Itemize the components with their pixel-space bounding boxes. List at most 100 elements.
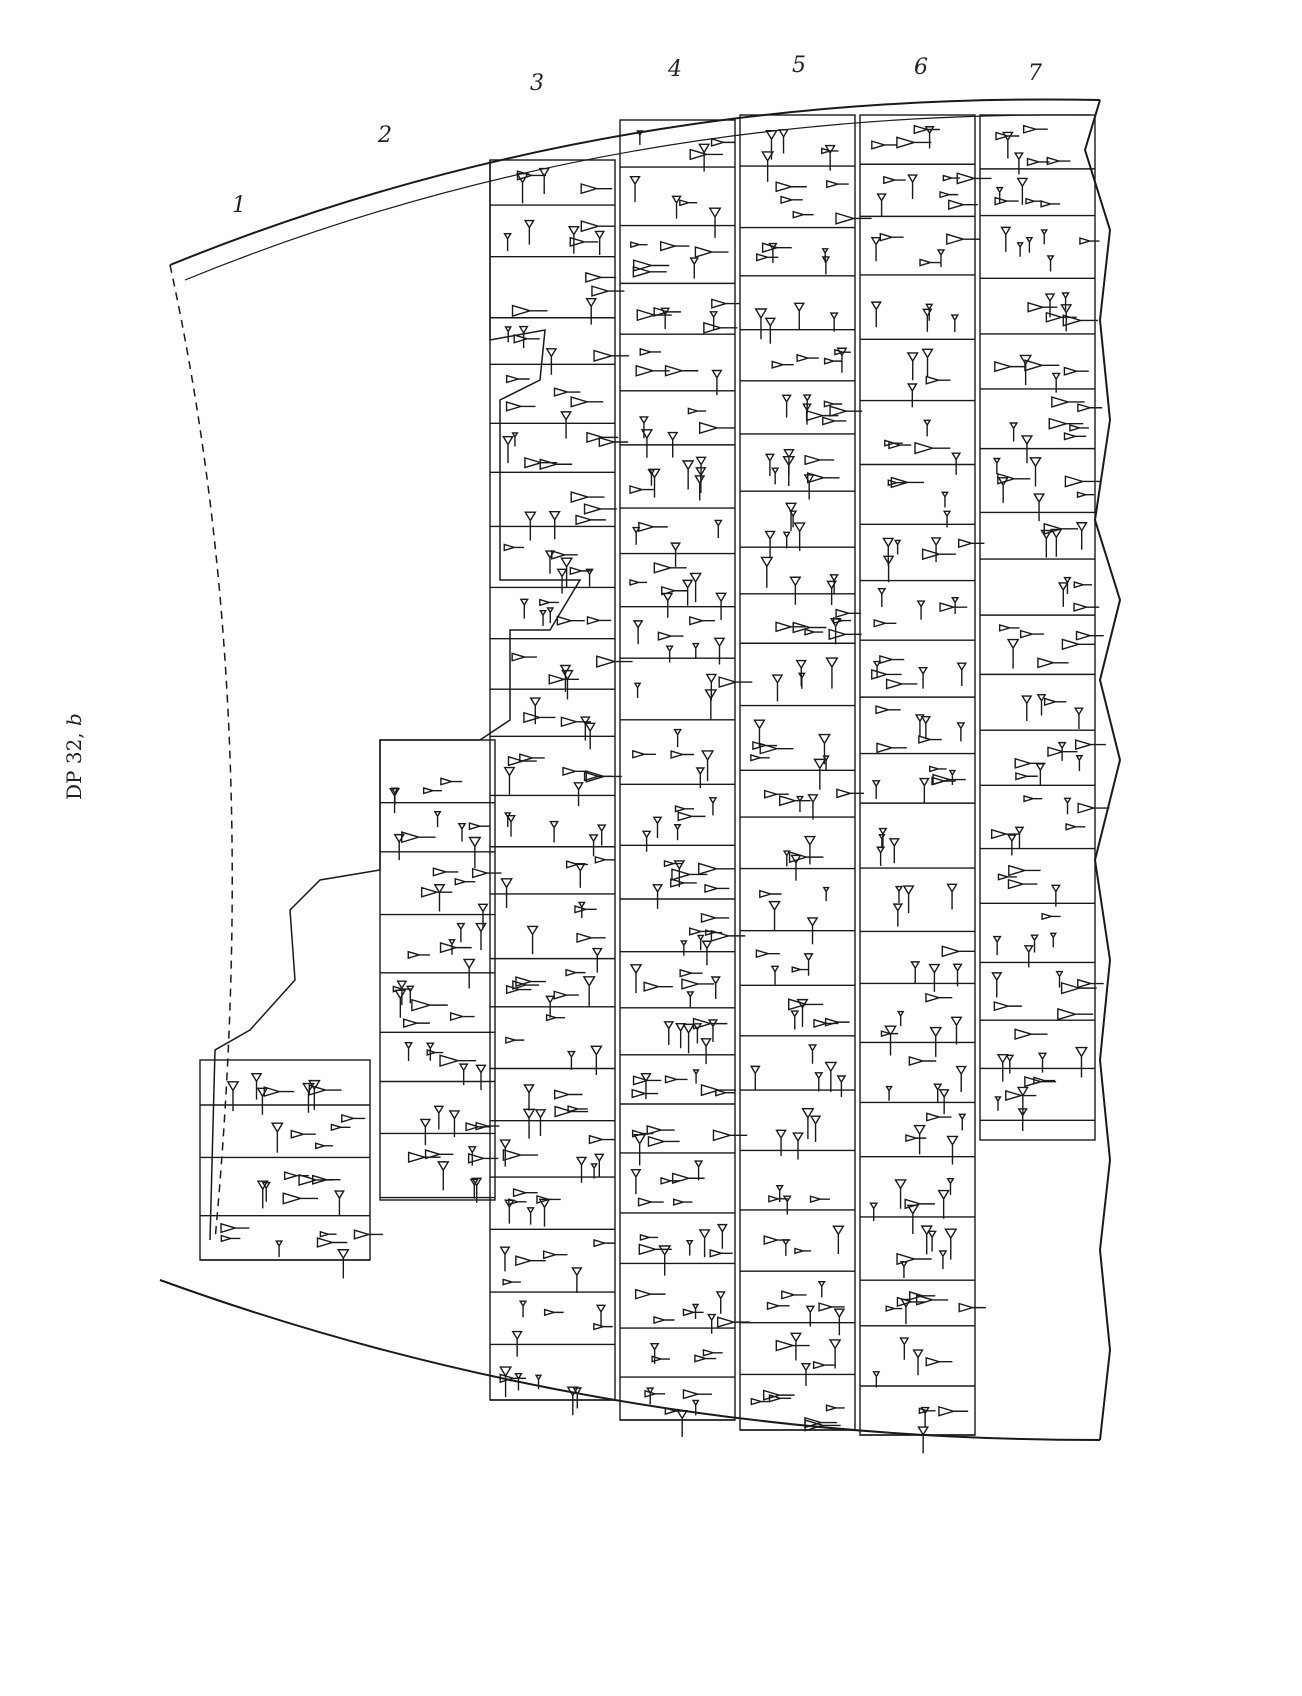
cuneiform-case	[860, 765, 975, 804]
cuneiform-wedge	[829, 405, 863, 417]
cuneiform-wedge	[506, 815, 516, 837]
cuneiform-wedge	[588, 1134, 616, 1145]
cuneiform-wedge	[542, 1250, 568, 1260]
cuneiform-wedge	[1048, 417, 1084, 430]
cuneiform-wedge	[880, 1030, 899, 1038]
cuneiform-case	[860, 348, 975, 408]
cuneiform-wedge	[226, 1081, 240, 1112]
cuneiform-case	[200, 1072, 370, 1115]
cuneiform-wedge	[682, 1023, 695, 1054]
cuneiform-wedge	[879, 232, 904, 242]
cuneiform-wedge	[755, 949, 780, 959]
cuneiform-case	[980, 457, 1101, 522]
cuneiform-wedge	[500, 878, 513, 908]
cuneiform-wedge	[793, 302, 806, 329]
cuneiform-wedge	[956, 662, 968, 687]
cuneiform-wedge	[946, 233, 980, 246]
cuneiform-case	[490, 271, 625, 325]
cuneiform-wedge	[457, 823, 467, 842]
cuneiform-case	[620, 912, 746, 966]
cuneiform-case	[490, 374, 615, 439]
cuneiform-wedge	[337, 1249, 350, 1279]
cuneiform-wedge	[467, 1152, 499, 1164]
cuneiform-case	[490, 598, 615, 640]
cuneiform-case	[620, 1343, 735, 1378]
cuneiform-wedge	[524, 456, 558, 469]
cuneiform-wedge	[1063, 432, 1087, 441]
cuneiform-case	[490, 1084, 615, 1139]
cuneiform-case	[620, 130, 736, 172]
cuneiform-wedge	[433, 810, 442, 828]
cuneiform-wedge	[822, 886, 830, 902]
cuneiform-case	[740, 719, 855, 790]
cuneiform-wedge	[539, 598, 559, 607]
cuneiform-wedge	[902, 885, 915, 914]
cuneiform-case	[740, 1225, 855, 1272]
cuneiform-wedge	[925, 992, 953, 1003]
cuneiform-wedge	[534, 1109, 547, 1136]
cuneiform-wedge	[514, 1373, 523, 1391]
cuneiform-wedge	[765, 130, 778, 160]
cuneiform-wedge	[570, 396, 604, 408]
cuneiform-wedge	[1036, 694, 1047, 716]
cuneiform-wedge	[1007, 878, 1038, 890]
cuneiform-wedge	[580, 220, 616, 233]
cuneiform-wedge	[553, 1089, 583, 1100]
cuneiform-wedge	[906, 352, 919, 381]
cuneiform-wedge	[918, 667, 928, 689]
cuneiform-wedge	[869, 1202, 879, 1222]
cuneiform-wedge	[661, 585, 688, 596]
cuneiform-wedge	[404, 1042, 414, 1061]
cuneiform-wedge	[925, 1356, 953, 1367]
cuneiform-wedge	[1074, 707, 1084, 730]
cuneiform-wedge	[689, 148, 723, 161]
cuneiform-wedge	[261, 1181, 271, 1202]
cuneiform-wedge	[946, 883, 958, 910]
cuneiform-wedge	[653, 306, 681, 317]
cuneiform-wedge	[712, 1129, 748, 1142]
cuneiform-wedge	[584, 722, 596, 750]
cuneiform-wedge	[660, 1177, 681, 1185]
cuneiform-wedge	[692, 1023, 703, 1044]
cuneiform-wedge	[440, 777, 463, 786]
cuneiform-case	[980, 124, 1095, 175]
cuneiform-wedge	[1075, 522, 1088, 550]
cuneiform-wedge	[938, 1405, 969, 1417]
cuneiform-case	[740, 886, 855, 945]
cuneiform-wedge	[913, 124, 940, 135]
cuneiform-wedge	[467, 1146, 477, 1166]
cuneiform-wedge	[1023, 945, 1034, 968]
cuneiform-wedge	[946, 1135, 959, 1165]
cuneiform-wedge	[770, 965, 780, 985]
cuneiform-wedge	[1006, 638, 1020, 669]
cuneiform-wedge	[896, 1010, 905, 1027]
cuneiform-wedge	[636, 130, 644, 146]
cuneiform-wedge	[583, 503, 617, 515]
cuneiform-wedge	[670, 750, 695, 759]
cuneiform-wedge	[775, 1185, 784, 1203]
cuneiform-wedge	[572, 1387, 583, 1409]
cuneiform-wedge	[782, 455, 796, 486]
cuneiform-wedge	[682, 1308, 704, 1317]
cuneiform-wedge	[781, 394, 792, 418]
cuneiform-case	[620, 1017, 735, 1065]
cuneiform-wedge	[505, 1036, 525, 1044]
cuneiform-wedge	[1025, 236, 1034, 253]
cuneiform-wedge	[795, 659, 807, 687]
cuneiform-wedge	[925, 375, 951, 385]
cuneiform-wedge	[836, 788, 864, 799]
cuneiform-wedge	[1040, 229, 1048, 245]
cuneiform-wedge	[631, 526, 641, 545]
cuneiform-wedge	[870, 236, 882, 262]
cuneiform-case	[380, 810, 495, 868]
cuneiform-wedge	[403, 1018, 430, 1029]
cuneiform-wedge	[1057, 741, 1067, 761]
cuneiform-wedge	[930, 537, 942, 563]
cuneiform-wedge	[633, 682, 642, 698]
cuneiform-wedge	[632, 749, 656, 759]
cuneiform-wedge	[1019, 629, 1044, 639]
cuneiform-case	[620, 964, 735, 1009]
cuneiform-wedge	[803, 474, 815, 500]
cuneiform-case	[620, 456, 735, 509]
cuneiform-case	[380, 980, 495, 1033]
